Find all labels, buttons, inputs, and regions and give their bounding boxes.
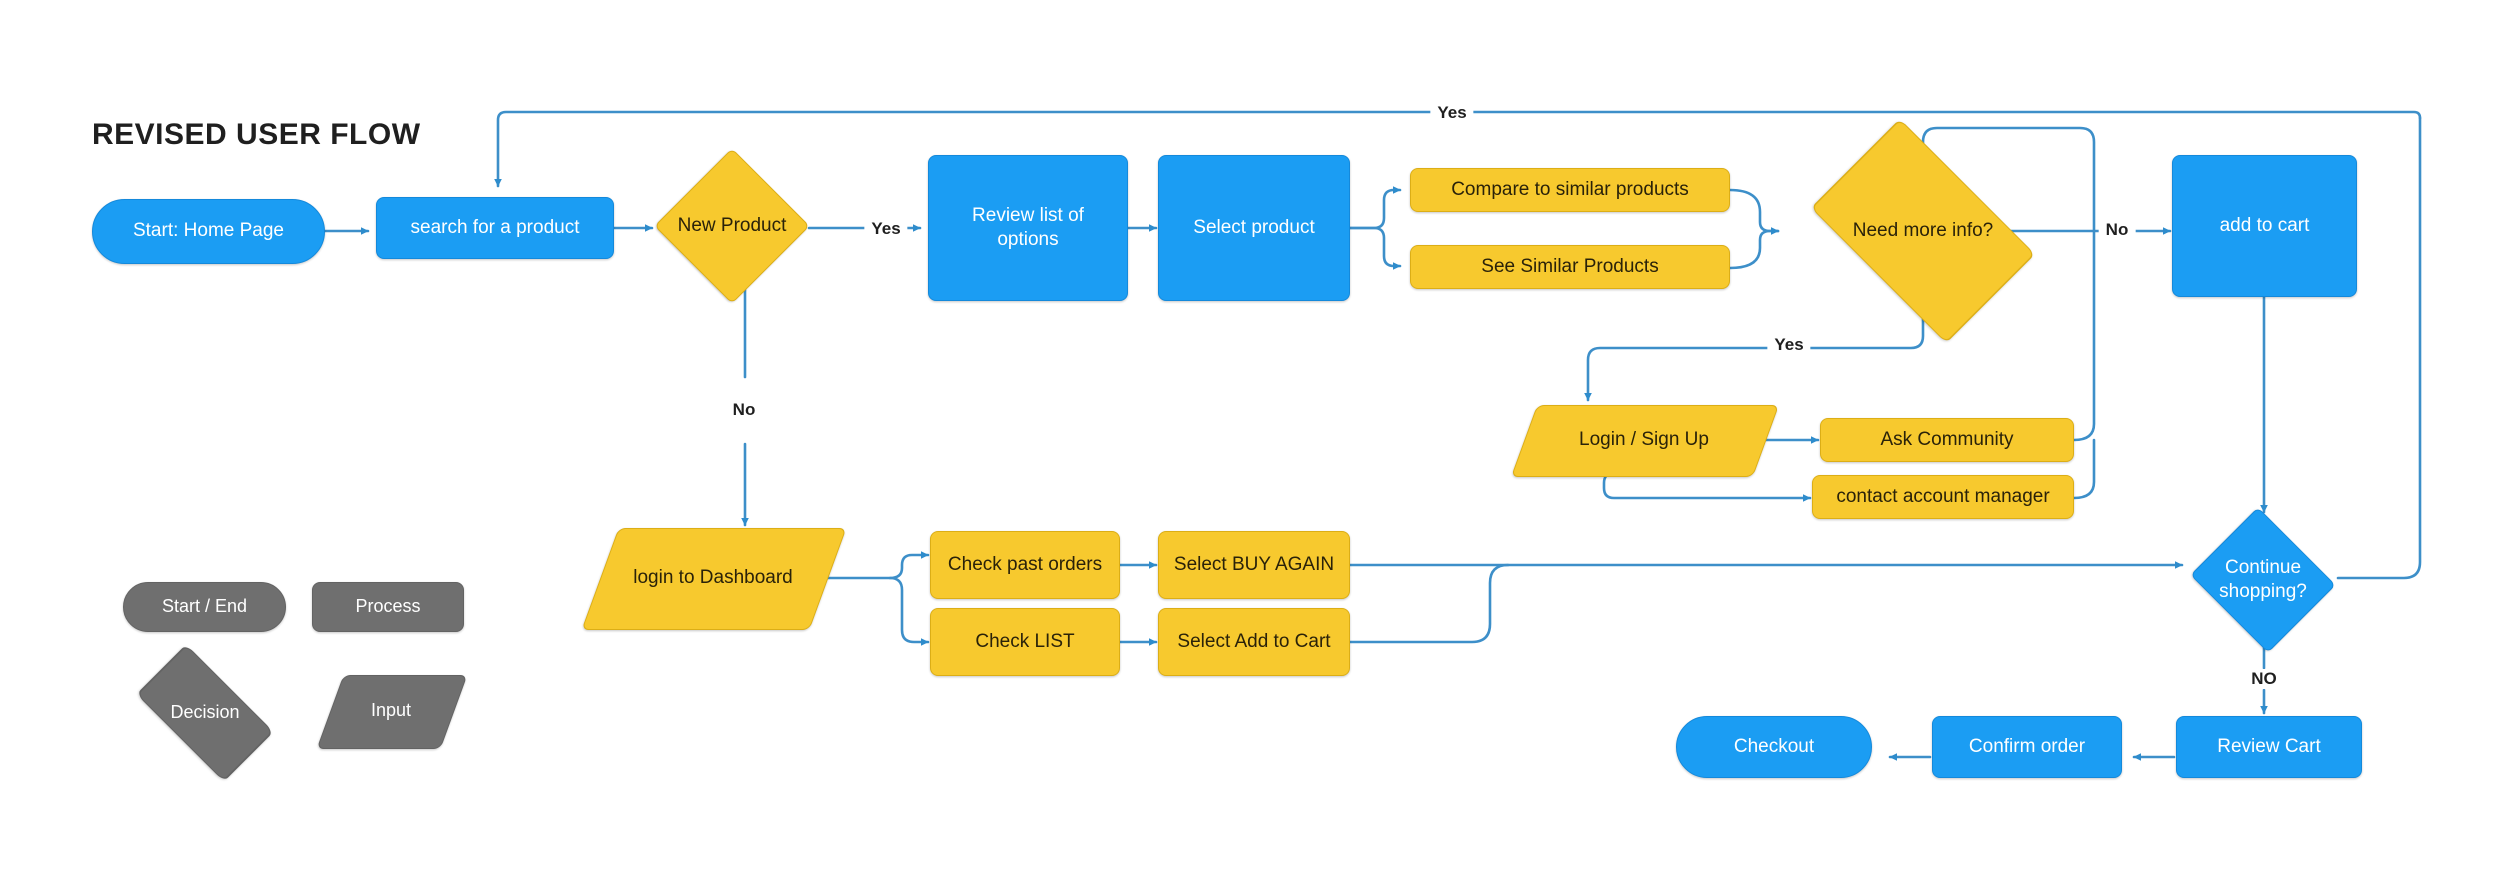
diamond-shape bbox=[136, 644, 274, 782]
node-start-home-page[interactable]: Start: Home Page bbox=[92, 199, 325, 264]
node-login-to-dashboard[interactable]: login to Dashboard bbox=[581, 528, 847, 630]
node-label: Review list of options bbox=[972, 204, 1084, 250]
legend-label: Process bbox=[355, 596, 421, 617]
edge-selectprod-compare bbox=[1348, 186, 1402, 230]
diamond-shape bbox=[1810, 118, 2036, 344]
node-label: Ask Community bbox=[1880, 428, 2014, 450]
node-compare-to-similar-products[interactable]: Compare to similar products bbox=[1410, 168, 1730, 212]
node-label: Select Add to Cart bbox=[1177, 630, 1331, 652]
edge-logindash-checklist bbox=[888, 576, 930, 646]
node-add-to-cart[interactable]: add to cart bbox=[2172, 155, 2357, 297]
node-label: Compare to similar products bbox=[1451, 178, 1689, 200]
parallelogram-shape bbox=[1510, 405, 1780, 477]
edge-label-needinfo-yes: Yes bbox=[1767, 335, 1811, 355]
node-select-product[interactable]: Select product bbox=[1158, 155, 1350, 301]
node-continue-shopping-decision[interactable]: Continue shopping? bbox=[2184, 507, 2342, 653]
edge-seesimilar-needinfo bbox=[1728, 227, 1780, 270]
edge-label-continue-no: NO bbox=[2244, 669, 2284, 689]
parallelogram-shape bbox=[316, 675, 468, 749]
edge-label-needinfo-no: No bbox=[2098, 220, 2136, 240]
node-label: Select product bbox=[1193, 216, 1315, 238]
node-label: Review Cart bbox=[2217, 735, 2321, 757]
node-login-sign-up[interactable]: Login / Sign Up bbox=[1510, 405, 1780, 477]
page-title: REVISED USER FLOW bbox=[92, 118, 421, 151]
edge-label-newproduct-no: No bbox=[725, 400, 763, 420]
node-label: See Similar Products bbox=[1481, 255, 1659, 277]
node-review-cart[interactable]: Review Cart bbox=[2176, 716, 2362, 778]
node-label: Check past orders bbox=[947, 553, 1103, 575]
node-need-more-info-decision[interactable]: Need more info? bbox=[1789, 118, 2057, 344]
legend-item-process: Process bbox=[312, 582, 464, 632]
edge-logindash-pastorders bbox=[824, 551, 930, 580]
diamond-shape bbox=[2190, 507, 2336, 653]
node-label: add to cart bbox=[2219, 214, 2310, 236]
legend-item-start-end: Start / End bbox=[123, 582, 286, 632]
legend-item-decision: Decision bbox=[118, 644, 292, 782]
edge-label-top-yes: Yes bbox=[1430, 103, 1474, 123]
edge-label-newproduct-yes: Yes bbox=[864, 219, 908, 239]
node-label: Start: Home Page bbox=[132, 220, 285, 242]
node-see-similar-products[interactable]: See Similar Products bbox=[1410, 245, 1730, 289]
node-select-buy-again[interactable]: Select BUY AGAIN bbox=[1158, 531, 1350, 599]
legend-item-input: Input bbox=[316, 675, 468, 749]
node-confirm-order[interactable]: Confirm order bbox=[1932, 716, 2122, 778]
parallelogram-shape bbox=[581, 528, 847, 630]
node-checkout[interactable]: Checkout bbox=[1676, 716, 1872, 778]
node-label: Check LIST bbox=[975, 630, 1075, 652]
diamond-shape bbox=[654, 148, 810, 304]
node-contact-account-manager[interactable]: contact account manager bbox=[1812, 475, 2074, 519]
node-label: Confirm order bbox=[1968, 735, 2086, 757]
node-label: Select BUY AGAIN bbox=[1173, 553, 1335, 575]
node-label: Checkout bbox=[1733, 735, 1815, 757]
node-check-list[interactable]: Check LIST bbox=[930, 608, 1120, 676]
node-check-past-orders[interactable]: Check past orders bbox=[930, 531, 1120, 599]
edge-contactmgr-loop-join bbox=[2072, 438, 2096, 500]
edge-compare-needinfo bbox=[1728, 188, 1780, 235]
node-label: contact account manager bbox=[1836, 485, 2050, 507]
node-ask-community[interactable]: Ask Community bbox=[1820, 418, 2074, 462]
edge-selectadd-merge bbox=[1348, 563, 1510, 644]
node-review-list-of-options[interactable]: Review list of options bbox=[928, 155, 1128, 301]
node-label: search for a product bbox=[410, 216, 580, 238]
legend-label: Start / End bbox=[161, 596, 248, 617]
node-select-add-to-cart[interactable]: Select Add to Cart bbox=[1158, 608, 1350, 676]
node-new-product-decision[interactable]: New Product bbox=[654, 148, 810, 304]
node-search-for-a-product[interactable]: search for a product bbox=[376, 197, 614, 259]
edge-selectprod-seesimilar bbox=[1348, 226, 1402, 270]
